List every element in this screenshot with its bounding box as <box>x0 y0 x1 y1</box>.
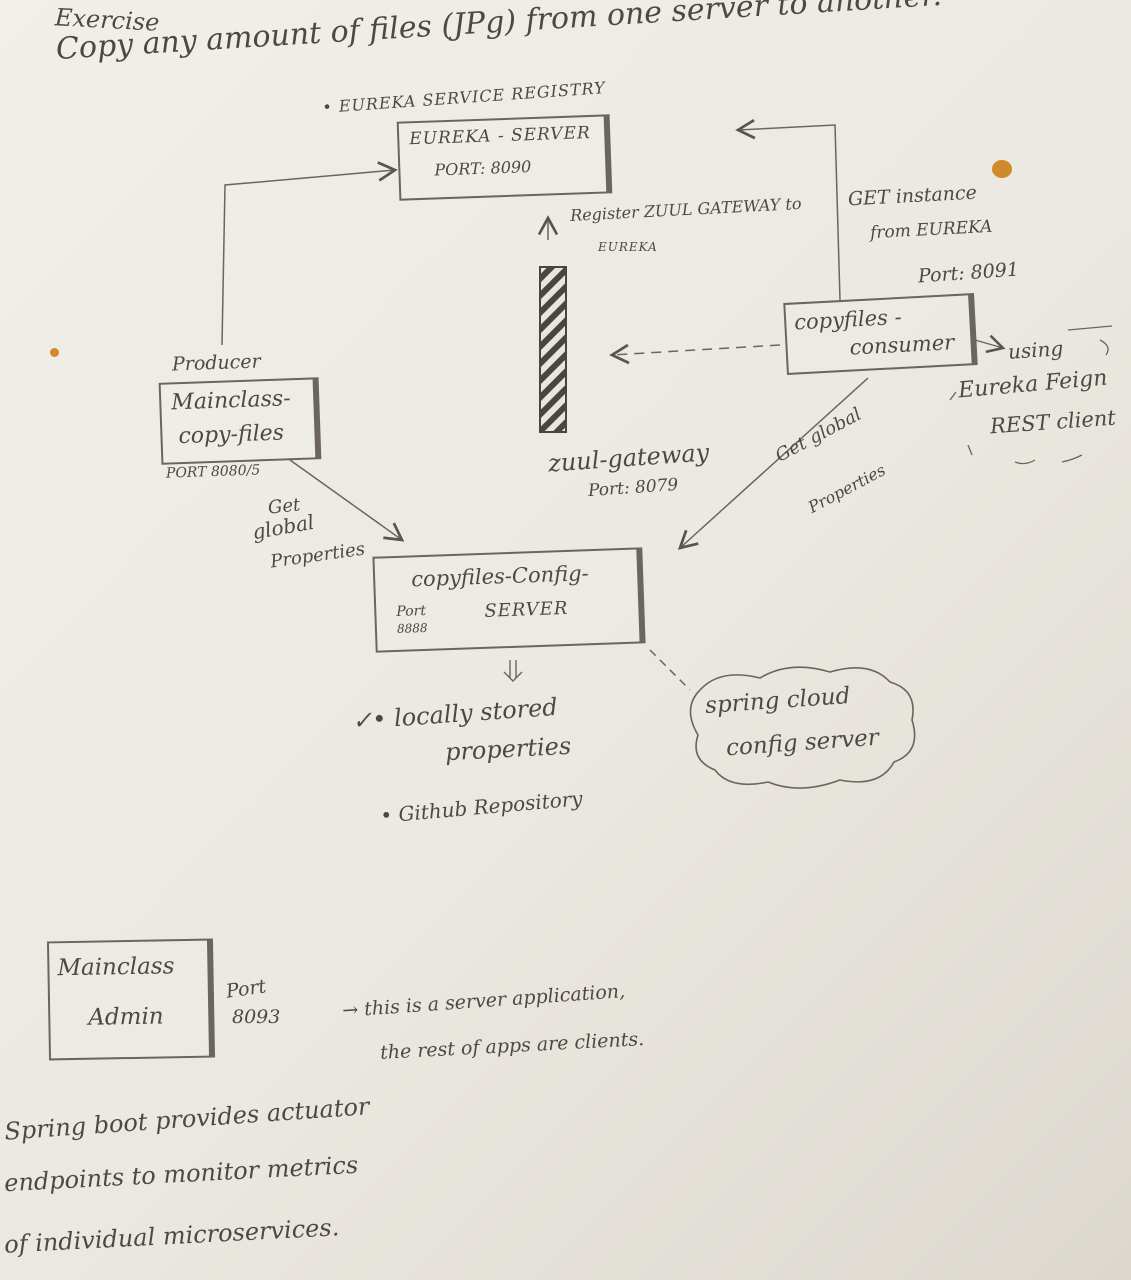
consumer-to-zuul-arrow <box>609 343 781 365</box>
config-server-box: copyfiles-Config- SERVER Port 8888 <box>372 547 646 653</box>
config-server-name: copyfiles-Config- <box>410 561 590 592</box>
eureka-server-box: EUREKA - SERVER PORT: 8090 <box>396 114 613 201</box>
config-server-port: Port <box>396 602 427 620</box>
paper-stain <box>992 160 1012 178</box>
producer-name: Mainclass- <box>170 386 292 416</box>
consumer-to-eureka-arrow <box>735 119 841 301</box>
producer-box: Mainclass- copy-files <box>158 377 322 465</box>
producer-label: Producer <box>171 350 262 376</box>
using-label: using <box>1007 336 1065 364</box>
admin-name: Mainclass <box>57 953 175 982</box>
eureka-server-port: PORT: 8090 <box>434 157 532 180</box>
consumer-name: copyfiles - <box>793 304 903 335</box>
producer-port: PORT 8080/5 <box>165 462 261 482</box>
producer-to-config-arrow <box>289 459 405 542</box>
admin-port-2: 8093 <box>232 1006 281 1028</box>
consumer-to-config-arrow <box>677 377 869 550</box>
admin-box: Mainclass Admin <box>46 938 216 1061</box>
eureka-server-name: EUREKA - SERVER <box>408 122 592 150</box>
config-server-port-2: 8888 <box>396 620 428 636</box>
config-to-cloud-dashes <box>649 649 691 691</box>
copyfiles-consumer-box: copyfiles - consumer <box>783 293 978 375</box>
config-server-name-2: SERVER <box>484 597 569 622</box>
admin-name-2: Admin <box>88 1003 164 1031</box>
producer-to-eureka-arrow <box>221 161 398 346</box>
zuul-gateway-pillar <box>539 266 567 433</box>
consumer-name-2: consumer <box>849 330 955 360</box>
feign-bracket <box>949 325 1113 465</box>
paper-stain <box>50 348 59 357</box>
producer-name-2: copy-files <box>178 420 285 450</box>
config-down-arrow <box>503 660 523 682</box>
register-zuul-note-2: EUREKA <box>598 240 658 254</box>
spring-cloud-bubble <box>689 666 916 789</box>
consumer-using-arrow <box>974 334 1006 354</box>
